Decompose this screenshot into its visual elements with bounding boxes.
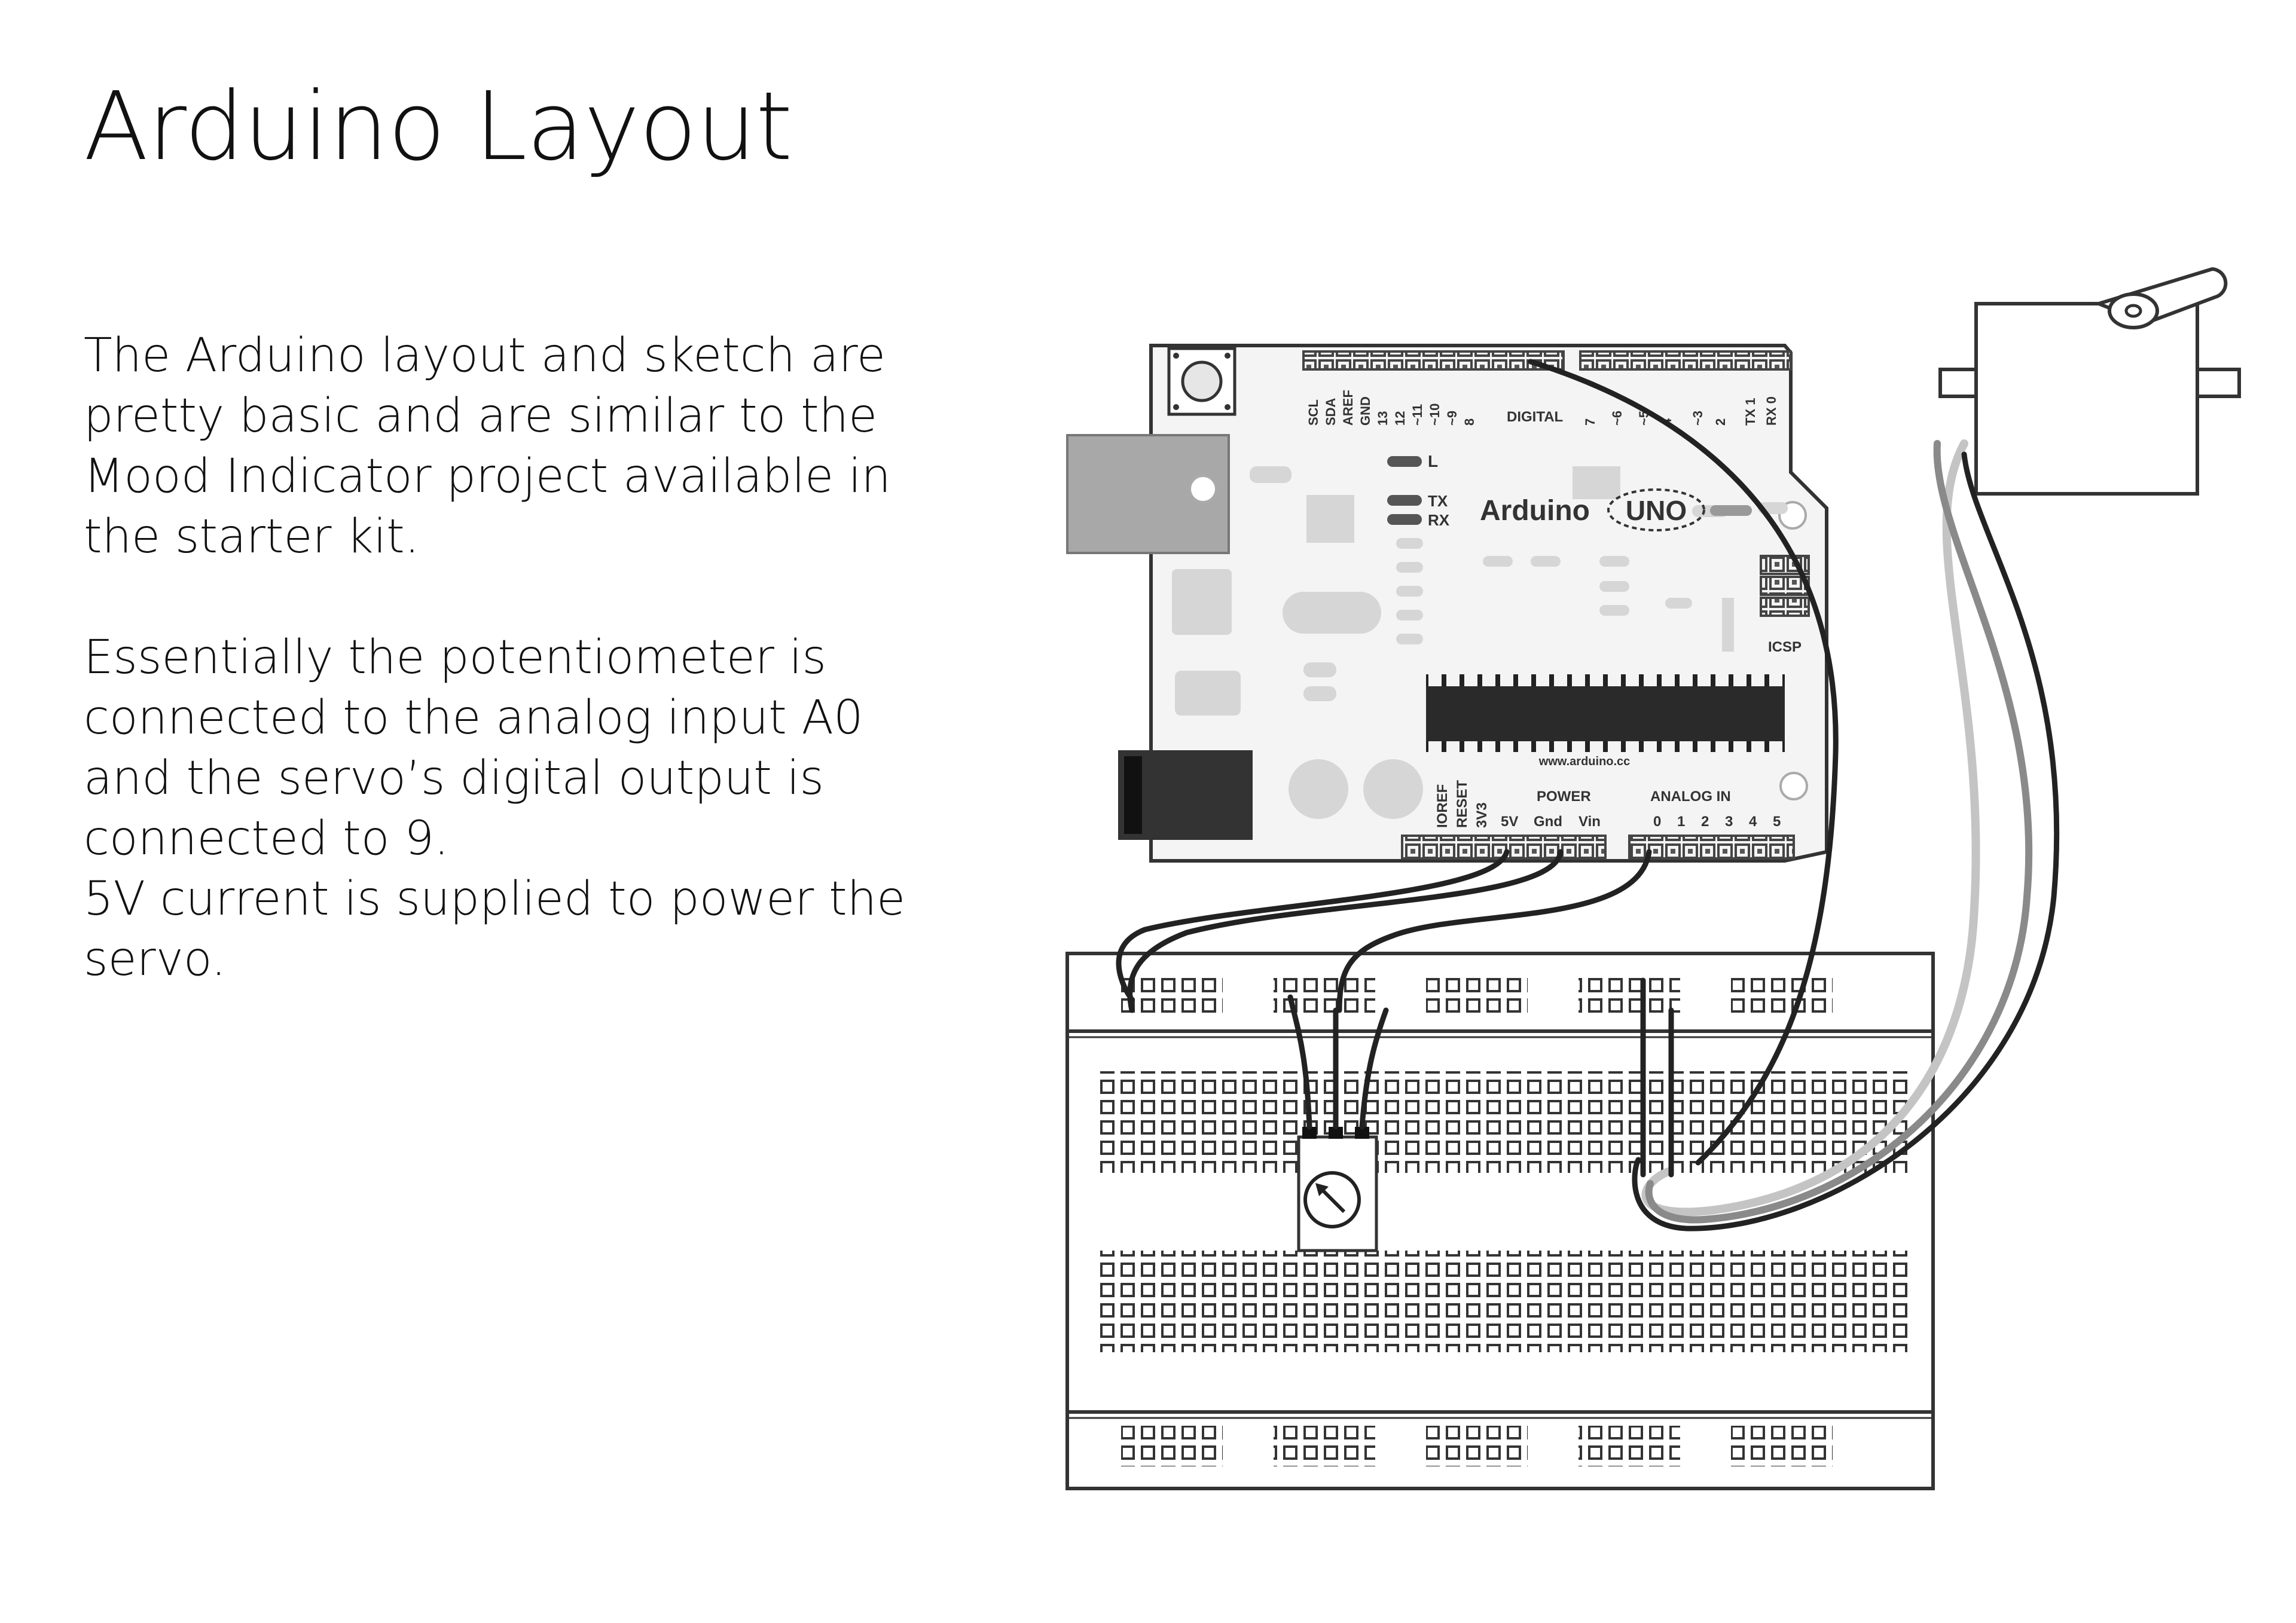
led-rx-label: RX [1428, 511, 1450, 529]
digital-header-right [1579, 350, 1792, 371]
pin-label-reset: RESET [1454, 780, 1470, 828]
led-l-label: L [1428, 452, 1438, 470]
pin-label-6: ~6 [1610, 411, 1625, 426]
led-tx-label: TX [1428, 492, 1448, 510]
power-label: POWER [1537, 788, 1591, 805]
microcontroller-chip [1426, 674, 1785, 752]
servo-wire-dark [1632, 451, 2060, 1231]
pin-label-a2: 2 [1701, 814, 1709, 830]
pin-label-scl: SCL [1306, 399, 1321, 426]
power-jack-icon [1118, 750, 1253, 840]
pin-label-a4: 4 [1749, 814, 1757, 830]
page-title: Arduino Layout [84, 72, 793, 182]
reset-button-icon[interactable] [1167, 347, 1236, 416]
wire-a0 [1336, 849, 1652, 1013]
wire-pin9 [1528, 359, 1839, 1166]
pin-label-gnd: GND [1358, 396, 1373, 426]
pin-label-aref: AREF [1341, 390, 1355, 426]
bottom-power-rail [1121, 1426, 1833, 1466]
pin-label-9: ~9 [1445, 411, 1460, 426]
icsp-label: ICSP [1768, 639, 1802, 655]
pin-label-vin: Vin [1578, 814, 1601, 830]
pin-label-7: 7 [1583, 418, 1598, 426]
pin-label-11: ~11 [1410, 404, 1425, 426]
pin-label-2: 2 [1713, 418, 1728, 426]
terminal-strip-bottom [1097, 1251, 1910, 1352]
website-label: www.arduino.cc [1538, 755, 1631, 768]
pin-label-tx: TX 1 [1743, 398, 1758, 426]
pin-label-10: ~10 [1427, 404, 1442, 426]
wires [1116, 359, 2060, 1231]
pin-label-sda: SDA [1323, 398, 1338, 426]
pin-label-3: ~3 [1690, 411, 1705, 426]
pin-label-5v: 5V [1501, 814, 1518, 830]
analog-in-label: ANALOG IN [1650, 788, 1731, 805]
pin-label-8: 8 [1462, 418, 1477, 426]
pin-label-a0: 0 [1653, 814, 1661, 830]
pin-label-gnd-power: Gnd [1534, 814, 1562, 830]
wire-5v [1116, 849, 1510, 1002]
potentiometer-icon [1297, 1127, 1378, 1252]
digital-label: DIGITAL [1507, 409, 1563, 425]
servo-wire-gray [1645, 440, 2033, 1224]
analog-header [1628, 835, 1795, 860]
wire-pot-left [1287, 994, 1312, 1130]
breadboard-icon [1065, 952, 1935, 1490]
digital-header-left [1302, 350, 1565, 371]
pin-label-a3: 3 [1725, 814, 1733, 830]
terminal-strip-top [1097, 1071, 1910, 1173]
model-label: UNO [1626, 495, 1687, 526]
pin-label-13: 13 [1375, 411, 1390, 426]
servo-icon [1938, 267, 2241, 496]
pin-label-3v3: 3V3 [1474, 802, 1490, 828]
brand-label: Arduino [1480, 495, 1590, 527]
description-paragraph: The Arduino layout and sketch are pretty… [84, 329, 891, 564]
arduino-board: L TX RX www.arduino.cc Arduino UNO SCL S… [1066, 344, 1828, 863]
pin-label-12: 12 [1393, 411, 1407, 426]
icsp-header: ICSP [1760, 555, 1810, 655]
pin-label-a1: 1 [1677, 814, 1685, 830]
wiring-paragraph: Essentially the potentiometer is connect… [84, 631, 906, 986]
wire-gnd [1127, 849, 1564, 1013]
pin-label-rx: RX 0 [1764, 396, 1779, 426]
wire-pot-right [1359, 1007, 1389, 1130]
pin-label-a5: 5 [1773, 814, 1781, 830]
pin-label-ioref: IOREF [1434, 784, 1451, 828]
